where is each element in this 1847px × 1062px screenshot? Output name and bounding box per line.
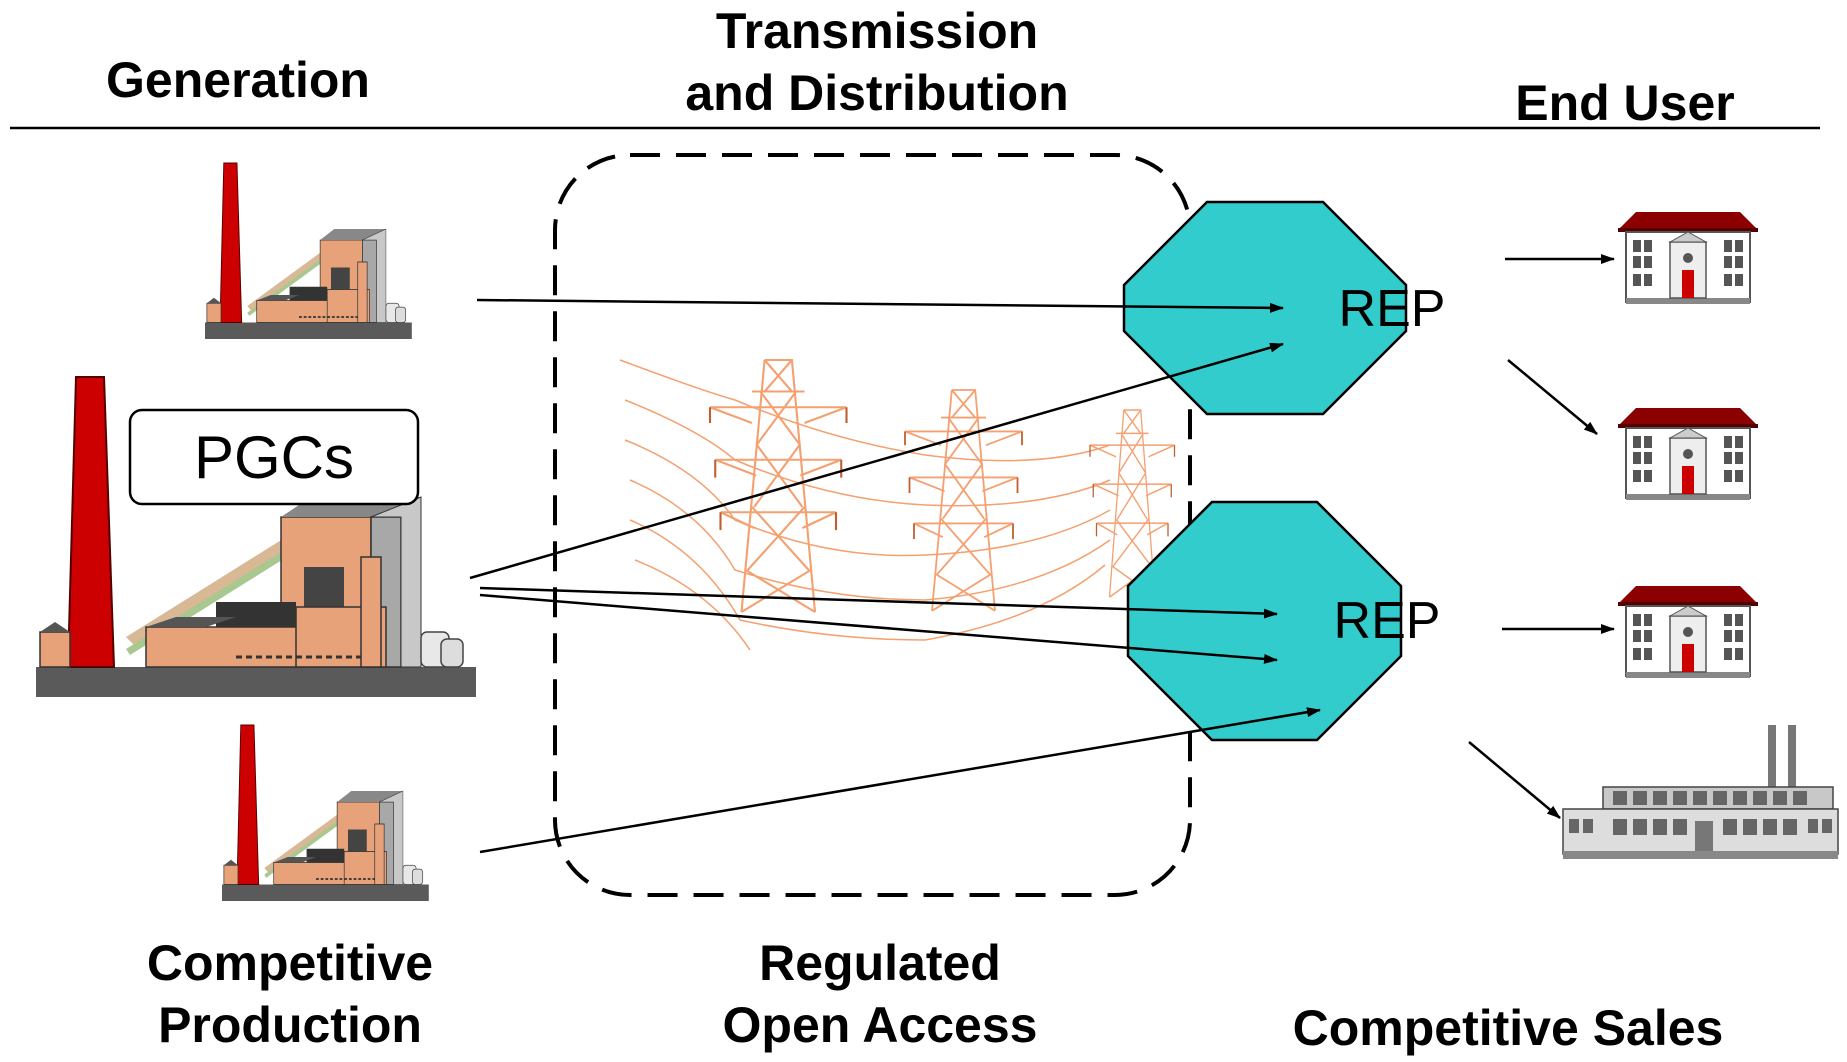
footer-regulated-line1: Regulated [759, 935, 1001, 991]
transmission-tower-icon [708, 358, 848, 614]
delivery-arrows [1468, 254, 1615, 819]
header-transmission-line2: and Distribution [685, 65, 1068, 121]
house-icon [1617, 211, 1759, 305]
footer-competitive-production-line1: Competitive [147, 935, 433, 991]
power-plant-icon [204, 162, 413, 340]
header-generation: Generation [106, 52, 370, 108]
house-icon [1617, 407, 1759, 501]
footer-competitive-sales: Competitive Sales [1293, 1000, 1724, 1056]
rep-label-bottom: REP [1334, 592, 1441, 650]
footer-competitive-production-line2: Production [158, 997, 422, 1053]
factory-icon [1562, 724, 1839, 860]
header-transmission-line1: Transmission [716, 3, 1038, 59]
footer-regulated-line2: Open Access [723, 997, 1038, 1053]
transmission-wires [619, 359, 1111, 651]
pgcs-label-box [128, 408, 420, 506]
rep-label-top: REP [1339, 280, 1446, 338]
supply-arrows [469, 298, 1321, 854]
pgcs-label: PGCs [194, 424, 354, 491]
house-icon [1617, 585, 1759, 679]
header-end-user: End User [1515, 75, 1735, 131]
power-plant-icon [221, 724, 430, 902]
